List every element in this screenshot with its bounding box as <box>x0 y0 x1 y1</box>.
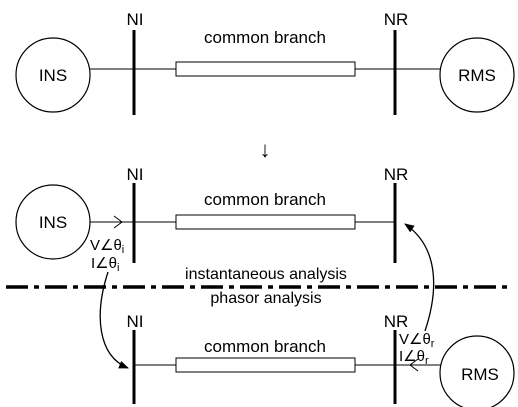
rms-source-circle <box>439 335 515 407</box>
transfer-arrow-nr-to-instantaneous <box>404 223 435 332</box>
ins-source-label: INS <box>39 213 67 232</box>
current-phasor-nr: I∠θr <box>399 348 429 367</box>
bus-nr-label: NR <box>384 165 409 184</box>
bus-nr-label: NR <box>384 312 409 331</box>
analysis-divider: instantaneous analysis phasor analysis <box>6 266 512 307</box>
current-direction-arrow-icon <box>113 215 123 229</box>
ins-source-label: INS <box>39 66 67 85</box>
rms-source-label: RMS <box>461 365 499 384</box>
common-branch-impedance <box>175 61 356 77</box>
panel-instantaneous-side: INS NI NR common branch V∠θi I∠θi <box>15 165 409 274</box>
voltage-phasor-ni: V∠θi <box>90 237 124 256</box>
rms-source-label: RMS <box>458 66 496 85</box>
panel-original-network: INS RMS NI NR common branch <box>15 10 515 115</box>
rms-source-circle <box>439 37 515 113</box>
down-arrow-icon: ↓ <box>260 137 271 162</box>
common-branch-label: common branch <box>204 337 326 356</box>
bus-ni-label: NI <box>127 312 144 331</box>
ins-source-circle <box>15 37 91 113</box>
common-branch-impedance <box>175 357 356 373</box>
common-branch-impedance <box>175 214 356 230</box>
common-branch-label: common branch <box>204 190 326 209</box>
bus-ni-label: NI <box>127 165 144 184</box>
bus-nr-label: NR <box>384 10 409 29</box>
common-branch-label: common branch <box>204 28 326 47</box>
panel-phasor-side: RMS NI NR common branch V∠θr I∠θr <box>127 312 515 407</box>
instantaneous-analysis-label: instantaneous analysis <box>185 266 347 283</box>
bus-ni-label: NI <box>127 10 144 29</box>
voltage-phasor-nr: V∠θr <box>399 331 435 350</box>
current-phasor-ni: I∠θi <box>91 255 119 274</box>
current-direction-arrow-icon <box>409 358 419 372</box>
transfer-arrow-ni-to-phasor <box>99 271 129 369</box>
phasor-analysis-label: phasor analysis <box>210 290 321 307</box>
